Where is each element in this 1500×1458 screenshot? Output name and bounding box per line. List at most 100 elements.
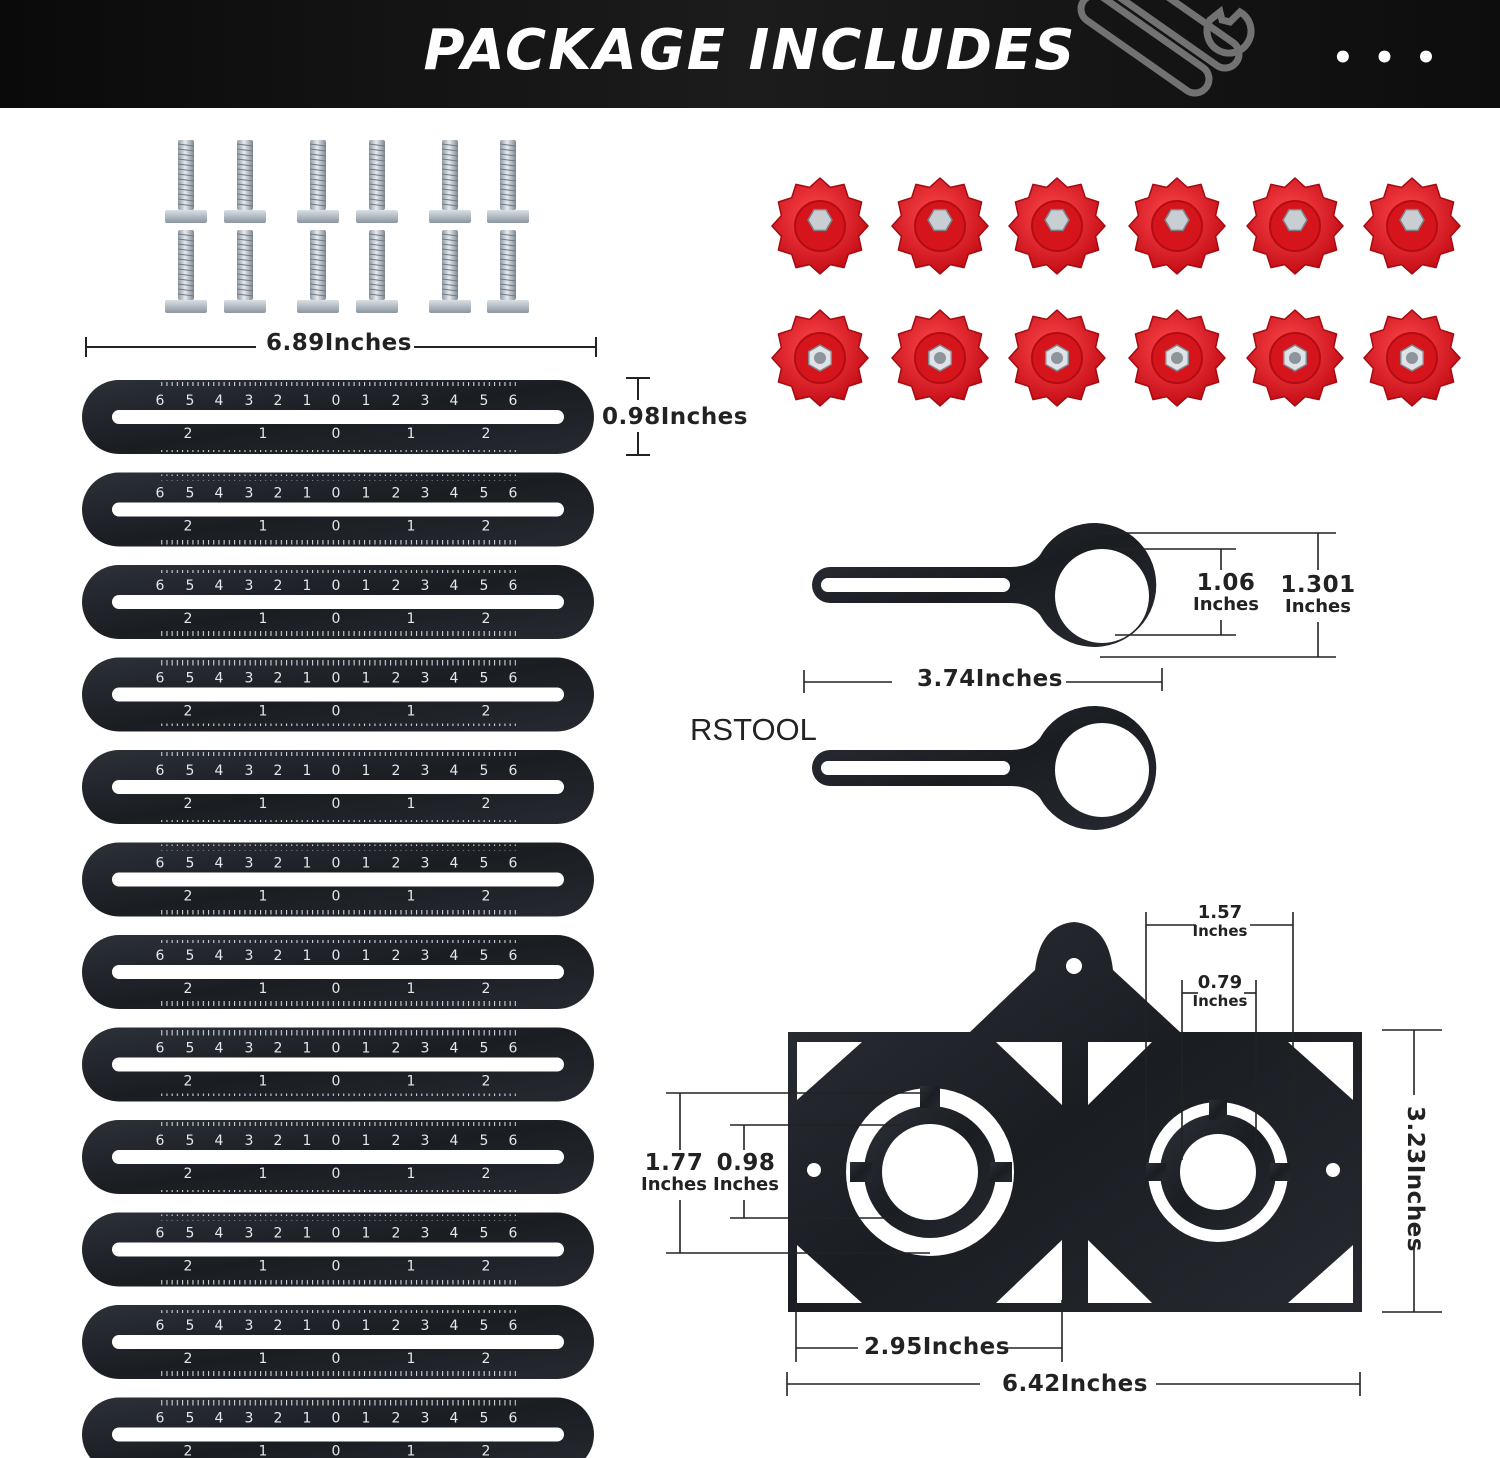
ruler-top-number: 1 bbox=[303, 1318, 312, 1334]
ruler-top-number: 4 bbox=[215, 763, 224, 779]
ruler-top-number: 3 bbox=[245, 1041, 254, 1057]
t-bolt-group bbox=[165, 140, 529, 313]
t-bolt bbox=[224, 230, 266, 313]
ruler-bottom-number: 0 bbox=[332, 1166, 341, 1182]
ruler-top-number: 0 bbox=[332, 948, 341, 964]
wrench-tools-icon bbox=[1077, 0, 1255, 97]
ruler-top-number: 4 bbox=[215, 1041, 224, 1057]
star-knob bbox=[1128, 177, 1226, 275]
ruler-bottom-number: 2 bbox=[184, 1351, 193, 1367]
ruler-top-number: 2 bbox=[392, 856, 401, 872]
wrench-outer-label: 1.301 Inches bbox=[1280, 572, 1356, 618]
ruler-top-number: 1 bbox=[362, 763, 371, 779]
ruler-top-number: 3 bbox=[421, 1041, 430, 1057]
ruler-top-number: 5 bbox=[480, 1226, 489, 1242]
ruler-top-number: 3 bbox=[245, 1411, 254, 1427]
ruler-top-number: 1 bbox=[362, 1411, 371, 1427]
ruler-bottom-number: 2 bbox=[184, 1259, 193, 1275]
ruler-top-number: 5 bbox=[186, 948, 195, 964]
ruler-top-number: 4 bbox=[450, 948, 459, 964]
ruler-top-number: 3 bbox=[421, 763, 430, 779]
ruler-top-number: 3 bbox=[421, 671, 430, 687]
ruler-top-number: 2 bbox=[392, 1133, 401, 1149]
ruler-top-number: 2 bbox=[392, 486, 401, 502]
t-bolt bbox=[165, 140, 207, 223]
ruler-top-number: 5 bbox=[186, 1041, 195, 1057]
ruler-bottom-number: 1 bbox=[407, 796, 416, 812]
ruler-top-number: 4 bbox=[215, 1226, 224, 1242]
ruler-top-number: 0 bbox=[332, 393, 341, 409]
star-knob bbox=[891, 309, 989, 407]
ruler-top-number: 1 bbox=[362, 948, 371, 964]
ruler-top-number: 2 bbox=[274, 1226, 283, 1242]
jig-plate bbox=[788, 922, 1362, 1312]
ruler-top-number: 3 bbox=[421, 1133, 430, 1149]
ruler-top-number: 3 bbox=[245, 393, 254, 409]
t-bolt bbox=[356, 140, 398, 223]
ruler-top-number: 2 bbox=[392, 1318, 401, 1334]
ruler-bottom-number: 1 bbox=[259, 796, 268, 812]
ruler-bottom-number: 2 bbox=[482, 889, 491, 905]
ruler-bottom-number: 1 bbox=[407, 1444, 416, 1458]
ruler-top-number: 3 bbox=[421, 1411, 430, 1427]
ruler-bottom-number: 1 bbox=[407, 1166, 416, 1182]
ruler-top-number: 3 bbox=[421, 1226, 430, 1242]
t-bolt bbox=[224, 140, 266, 223]
ruler-top-number: 2 bbox=[392, 393, 401, 409]
ruler-top-number: 6 bbox=[509, 1133, 518, 1149]
ruler-top-number: 5 bbox=[480, 1041, 489, 1057]
ruler-top-number: 1 bbox=[303, 393, 312, 409]
brand-label: RSTOOL bbox=[690, 712, 817, 747]
ruler-top-number: 6 bbox=[156, 763, 165, 779]
ruler-top-number: 5 bbox=[480, 486, 489, 502]
ruler-top-number: 1 bbox=[362, 671, 371, 687]
wrench-dimension-lines bbox=[803, 532, 1336, 693]
ruler-bottom-number: 2 bbox=[482, 1259, 491, 1275]
ruler-top-number: 4 bbox=[450, 1133, 459, 1149]
jig-half-width-label: 2.95Inches bbox=[864, 1334, 1010, 1360]
ruler-top-number: 3 bbox=[245, 1226, 254, 1242]
ruler-width-label: 0.98Inches bbox=[602, 404, 748, 430]
ruler-top-number: 4 bbox=[450, 578, 459, 594]
ruler-bottom-number: 2 bbox=[482, 1074, 491, 1090]
star-knob bbox=[1008, 177, 1106, 275]
ruler-top-number: 2 bbox=[392, 1411, 401, 1427]
ruler-top-number: 4 bbox=[450, 1411, 459, 1427]
ruler-top-number: 1 bbox=[303, 578, 312, 594]
ruler-top-number: 3 bbox=[245, 578, 254, 594]
ruler-bottom-number: 1 bbox=[259, 519, 268, 535]
ruler-top-number: 0 bbox=[332, 486, 341, 502]
ruler-top-number: 6 bbox=[509, 1041, 518, 1057]
ruler-top-number: 2 bbox=[392, 578, 401, 594]
ruler-top-number: 6 bbox=[156, 486, 165, 502]
ruler-top-number: 6 bbox=[509, 1226, 518, 1242]
ruler-top-number: 5 bbox=[186, 1411, 195, 1427]
ruler-top-number: 4 bbox=[215, 393, 224, 409]
wrench-length-label: 3.74Inches bbox=[917, 666, 1063, 692]
ruler-bottom-number: 0 bbox=[332, 1259, 341, 1275]
ruler-top-number: 0 bbox=[332, 1226, 341, 1242]
ruler-bottom-number: 1 bbox=[407, 426, 416, 442]
ruler-top-number: 1 bbox=[362, 1318, 371, 1334]
ruler-top-number: 0 bbox=[332, 1041, 341, 1057]
ruler-top-number: 5 bbox=[480, 1411, 489, 1427]
ruler-bottom-number: 1 bbox=[259, 426, 268, 442]
more-icon: • • • bbox=[1332, 38, 1441, 78]
star-knob bbox=[1363, 309, 1461, 407]
ruler-bottom-number: 1 bbox=[259, 1351, 268, 1367]
ruler-bottom-number: 0 bbox=[332, 519, 341, 535]
ruler-top-number: 3 bbox=[421, 1318, 430, 1334]
ruler-top-number: 4 bbox=[450, 486, 459, 502]
ruler-top-number: 3 bbox=[421, 393, 430, 409]
ruler-bottom-number: 2 bbox=[184, 704, 193, 720]
ruler-bottom-number: 1 bbox=[407, 889, 416, 905]
ruler-top-number: 2 bbox=[392, 1041, 401, 1057]
ruler-bottom-number: 2 bbox=[482, 611, 491, 627]
ruler-top-number: 2 bbox=[392, 1226, 401, 1242]
ruler-bottom-number: 0 bbox=[332, 889, 341, 905]
